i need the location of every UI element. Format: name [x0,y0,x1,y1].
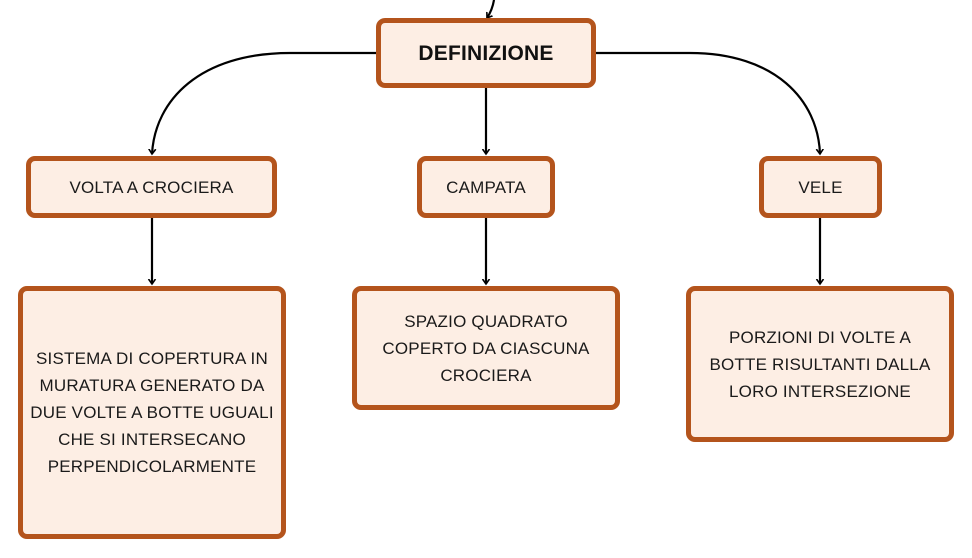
category-label: VELE [798,177,843,197]
description-text: PORZIONI DI VOLTE A BOTTE RISULTANTI DAL… [709,327,931,401]
connector-root-to-vele [596,51,820,154]
category-label: VOLTA A CROCIERA [69,177,234,197]
description-text: SPAZIO QUADRATO COPERTO DA CIASCUNA CROC… [382,311,590,385]
description-node-volta-a-crociera: SISTEMA DI COPERTURA IN MURATURA GENERAT… [18,286,286,539]
category-node-campata: CAMPATA [417,156,555,218]
description-node-vele: PORZIONI DI VOLTE A BOTTE RISULTANTI DAL… [686,286,954,442]
category-node-vele: VELE [759,156,882,218]
category-node-volta-a-crociera: VOLTA A CROCIERA [26,156,277,218]
incoming-arrow [487,0,496,18]
category-label: CAMPATA [446,177,526,197]
connector-root-to-volta [152,51,376,154]
root-label: DEFINIZIONE [418,41,554,65]
root-node: DEFINIZIONE [376,18,596,88]
description-text: SISTEMA DI COPERTURA IN MURATURA GENERAT… [30,349,274,476]
description-node-campata: SPAZIO QUADRATO COPERTO DA CIASCUNA CROC… [352,286,620,410]
